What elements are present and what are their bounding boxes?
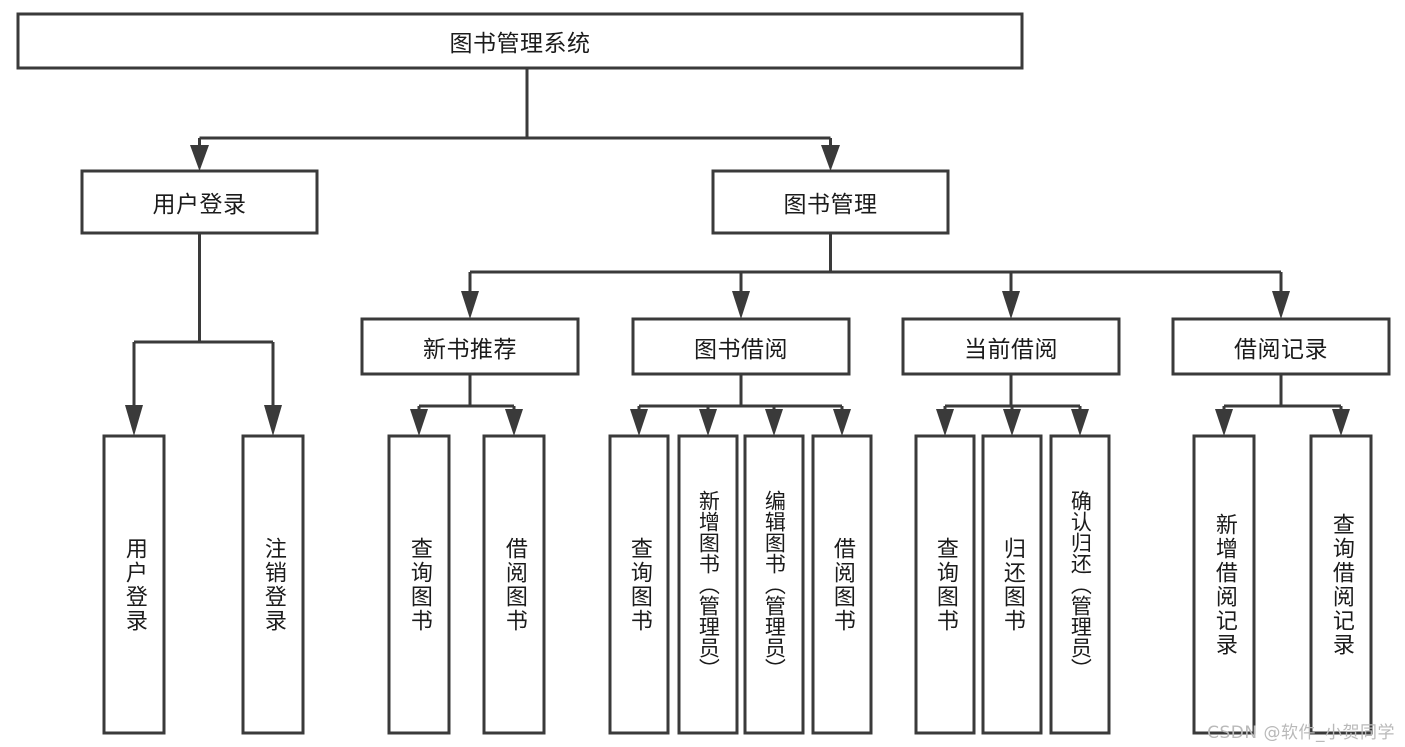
- arrow-head-user-login: [190, 145, 209, 171]
- leaf-box-user-login-0[interactable]: [102, 434, 166, 735]
- arrow-head-leaf-borrow-records-0: [1215, 409, 1233, 436]
- node-box-new-book-recommend[interactable]: [360, 317, 580, 376]
- arrow-head-leaf-current-borrow-0: [936, 409, 954, 436]
- leaf-box-current-borrow-0[interactable]: [914, 434, 976, 735]
- arrow-head-book-borrow: [732, 291, 750, 319]
- leaf-box-borrow-records-0[interactable]: [1192, 434, 1256, 735]
- arrow-head-leaf-book-borrow-0: [630, 409, 648, 436]
- leaf-box-borrow-records-1[interactable]: [1309, 434, 1373, 735]
- arrow-head-leaf-book-borrow-3: [833, 409, 851, 436]
- leaf-box-user-login-1[interactable]: [241, 434, 305, 735]
- csdn-watermark: CSDN @软件_小贺同学: [1207, 723, 1395, 743]
- leaf-box-new-book-0[interactable]: [387, 434, 451, 735]
- leaf-box-book-borrow-3[interactable]: [811, 434, 873, 735]
- leaf-box-book-borrow-1[interactable]: [677, 434, 739, 735]
- node-box-book-management[interactable]: [711, 169, 950, 235]
- node-box-book-borrow[interactable]: [631, 317, 851, 376]
- leaf-box-current-borrow-2[interactable]: [1049, 434, 1111, 735]
- node-box-borrow-records[interactable]: [1171, 317, 1391, 376]
- arrow-head-new-book-recommend: [461, 291, 479, 319]
- leaf-box-new-book-1[interactable]: [482, 434, 546, 735]
- arrow-head-book-management: [821, 145, 840, 171]
- node-box-current-borrow[interactable]: [901, 317, 1121, 376]
- arrow-head-current-borrow: [1002, 291, 1020, 319]
- node-box-root[interactable]: [16, 12, 1024, 70]
- arrow-head-leaf-book-borrow-1: [699, 409, 717, 436]
- arrow-head-borrow-records: [1272, 291, 1290, 319]
- arrow-head-leaf-new-book-0: [410, 409, 428, 436]
- arrow-head-leaf-borrow-records-1: [1332, 409, 1350, 436]
- arrow-head-leaf-current-borrow-1: [1003, 409, 1021, 436]
- leaf-box-book-borrow-2[interactable]: [743, 434, 805, 735]
- arrow-head-leaf-user-login-0: [125, 405, 143, 436]
- arrow-head-leaf-new-book-1: [505, 409, 523, 436]
- arrow-head-leaf-current-borrow-2: [1071, 409, 1089, 436]
- leaf-box-book-borrow-0[interactable]: [608, 434, 670, 735]
- leaf-box-current-borrow-1[interactable]: [981, 434, 1043, 735]
- arrow-head-leaf-book-borrow-2: [765, 409, 783, 436]
- arrow-head-leaf-user-login-1: [264, 405, 282, 436]
- node-box-user-login[interactable]: [80, 169, 319, 235]
